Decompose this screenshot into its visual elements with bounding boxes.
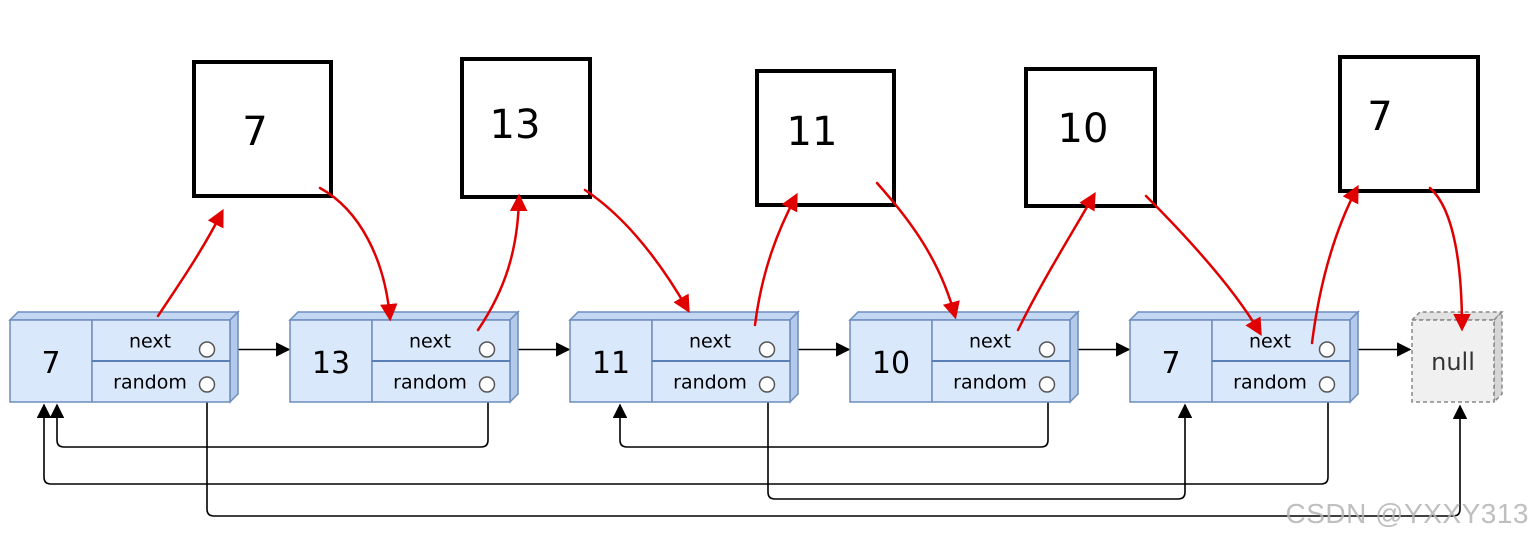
- node-top-face: [568, 311, 800, 321]
- node-side-face: [229, 310, 239, 404]
- watermark: CSDN @YXXY313: [1285, 498, 1529, 529]
- random-port-icon: [1318, 376, 1336, 393]
- node-value-cell: [9, 319, 93, 403]
- node-value: 7: [41, 346, 60, 381]
- node-value: 13: [312, 346, 350, 381]
- copy-node-value: 10: [1058, 106, 1109, 152]
- copy-node-value: 11: [787, 109, 838, 155]
- next-port-icon: [198, 341, 216, 358]
- node-value-cell: [1129, 319, 1213, 403]
- node-side-face: [1349, 310, 1359, 404]
- copy-node-value: 13: [490, 102, 541, 148]
- null-box: [1411, 319, 1495, 403]
- node-next-label: next: [409, 331, 451, 353]
- list-node: 7 next random: [1128, 310, 1360, 404]
- null-label: null: [1431, 348, 1475, 376]
- node-value-cell: [569, 319, 653, 403]
- copy-node: 13: [460, 57, 592, 199]
- copy-node: 7: [1338, 55, 1480, 193]
- node-top-face: [1128, 311, 1360, 321]
- node-top-face: [8, 311, 240, 321]
- copy-node-box: [1338, 55, 1480, 193]
- list-node: 13 next random: [288, 310, 520, 404]
- list-node: 10 next random: [848, 310, 1080, 404]
- random-pointer-arrow: [206, 393, 1468, 517]
- random-pointer-arrow: [49, 393, 489, 448]
- next-port-icon: [478, 341, 496, 358]
- node-random-label: random: [113, 372, 187, 394]
- copy-link-arrow: [156, 208, 224, 318]
- random-port-icon: [758, 376, 776, 393]
- copy-node-value: 7: [1367, 94, 1392, 140]
- random-port-icon: [478, 376, 496, 393]
- copy-link-arrow: [583, 188, 690, 314]
- copy-node-value: 7: [242, 109, 267, 155]
- node-next-label: next: [969, 331, 1011, 353]
- node-value-cell: [289, 319, 373, 403]
- copy-link-arrow: [318, 186, 398, 322]
- next-port-icon: [758, 341, 776, 358]
- random-port-icon: [198, 376, 216, 393]
- copy-node-box: [192, 60, 333, 198]
- copy-link-arrow: [753, 192, 798, 327]
- list-node: 11 next random: [568, 310, 800, 404]
- list-node: 7 next random: [8, 310, 240, 404]
- copy-link-arrow: [875, 181, 960, 320]
- node-random-label: random: [673, 372, 747, 394]
- random-pointer-arrow: [612, 393, 1049, 448]
- copy-node-box: [755, 69, 896, 207]
- node-side-face: [509, 310, 519, 404]
- copy-node: 11: [755, 69, 896, 207]
- copy-link-arrow: [1144, 194, 1262, 337]
- node-value: 11: [592, 346, 630, 381]
- copy-node: 7: [192, 60, 333, 198]
- copy-link-arrow: [1428, 186, 1471, 332]
- node-next-label: next: [129, 331, 171, 353]
- copy-link-arrow: [1310, 184, 1359, 345]
- next-port-icon: [1038, 341, 1056, 358]
- copy-node-box: [1024, 67, 1157, 208]
- node-random-label: random: [953, 372, 1027, 394]
- random-pointer-arrow: [767, 393, 1193, 500]
- node-random-cell: [651, 360, 791, 403]
- copy-node: 10: [1024, 67, 1157, 208]
- node-side-face: [789, 310, 799, 404]
- node-value-cell: [849, 319, 933, 403]
- copy-link-arrow: [476, 193, 528, 332]
- node-side-face: [1069, 310, 1079, 404]
- random-port-icon: [1038, 376, 1056, 393]
- random-pointer-arrow: [36, 393, 1329, 485]
- next-port-icon: [1318, 341, 1336, 358]
- node-random-label: random: [393, 372, 467, 394]
- node-next-label: next: [1249, 331, 1291, 353]
- node-random-label: random: [1233, 372, 1307, 394]
- node-next-label: next: [689, 331, 731, 353]
- node-top-face: [848, 311, 1080, 321]
- null-top-face: [1410, 311, 1504, 321]
- null-side-face: [1493, 310, 1503, 404]
- node-value: 10: [872, 346, 910, 381]
- copy-link-arrow: [1016, 191, 1096, 332]
- null-node: null: [1410, 310, 1504, 404]
- node-value: 7: [1161, 346, 1180, 381]
